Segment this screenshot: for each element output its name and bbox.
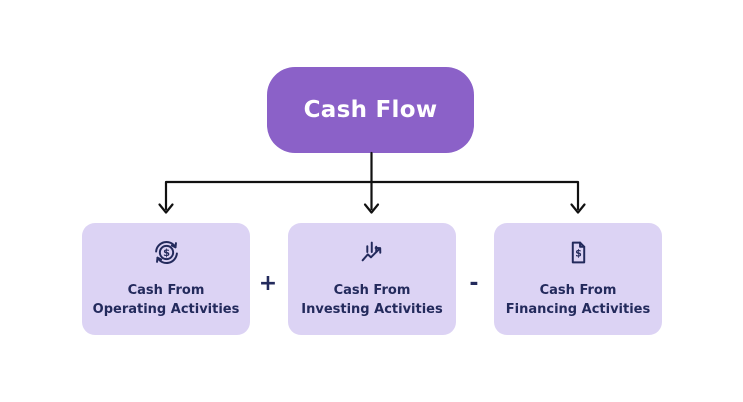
node-label-line2: Investing Activities [301, 302, 443, 317]
node-investing-activities: Cash From Investing Activities [288, 223, 456, 335]
plus-operator: + [258, 271, 278, 296]
arrowhead-left-icon [158, 203, 174, 214]
invoice-dollar-icon: $ [571, 241, 585, 263]
svg-text:$: $ [575, 248, 582, 259]
node-cash-flow-root: Cash Flow [267, 67, 474, 153]
node-label: Cash From Investing Activities [301, 281, 442, 320]
node-operating-activities: $ Cash From Operating Activities [82, 223, 250, 335]
root-node-label: Cash Flow [303, 97, 438, 123]
node-label: Cash From Operating Activities [93, 281, 240, 320]
arrowhead-right-icon [570, 203, 586, 214]
connector-branch [164, 180, 580, 211]
minus-operator: - [469, 271, 479, 296]
dollar-cycle-icon: $ [154, 240, 178, 264]
svg-text:$: $ [163, 248, 170, 259]
node-label-line1: Cash From [333, 282, 411, 298]
node-label-line2: Operating Activities [92, 302, 240, 317]
node-label-line2: Financing Activities [505, 302, 651, 317]
node-label-line1: Cash From [539, 282, 617, 298]
bar-chart-growth-icon [361, 241, 381, 261]
node-label: Cash From Financing Activities [506, 281, 650, 320]
arrowhead-middle-icon [363, 203, 380, 214]
node-financing-activities: $ Cash From Financing Activities [494, 223, 662, 335]
node-label-line1: Cash From [127, 282, 205, 298]
